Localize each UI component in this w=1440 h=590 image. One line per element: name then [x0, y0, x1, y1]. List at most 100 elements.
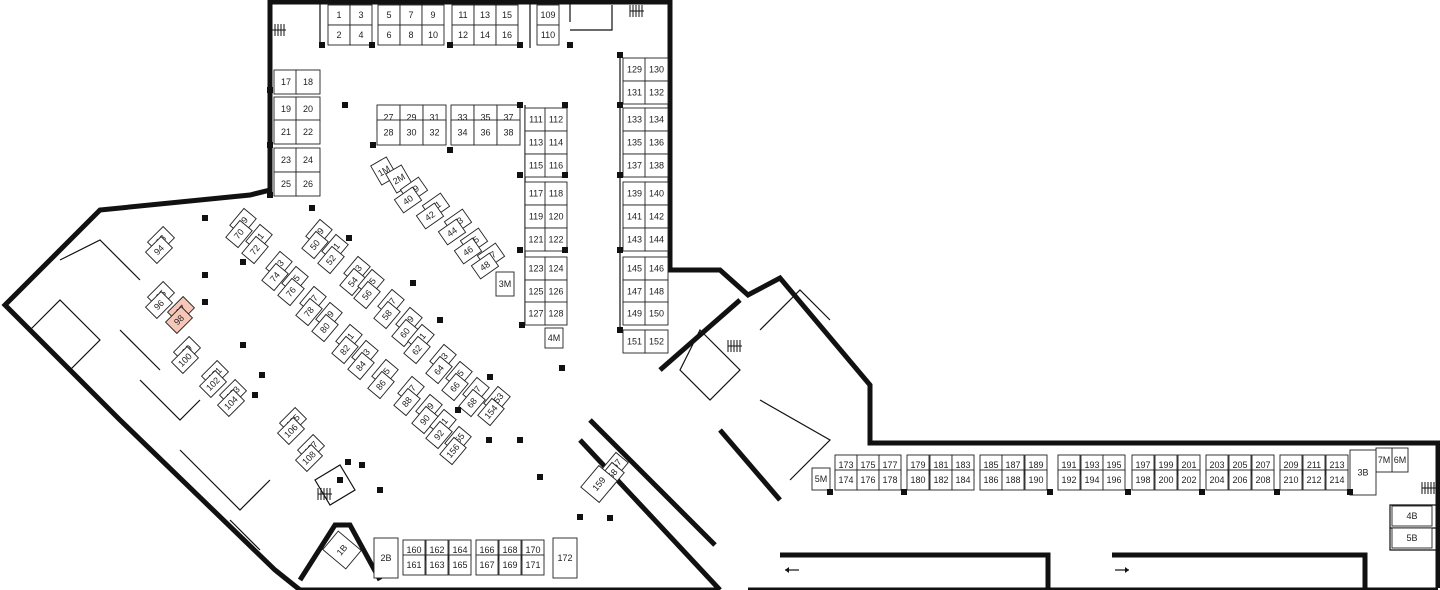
parking-space[interactable]: 148: [644, 279, 669, 304]
parking-space[interactable]: 76: [277, 277, 305, 307]
parking-space[interactable]: 4B: [1391, 505, 1433, 527]
parking-space[interactable]: 32: [422, 119, 447, 146]
parking-space[interactable]: 6: [377, 24, 401, 46]
parking-space[interactable]: 34: [450, 119, 475, 146]
parking-space[interactable]: 96: [144, 290, 174, 320]
parking-space[interactable]: 10: [421, 24, 445, 46]
parking-space[interactable]: 108: [294, 443, 324, 473]
parking-space[interactable]: 92: [425, 420, 453, 450]
parking-space[interactable]: 3: [349, 4, 373, 26]
parking-space[interactable]: 23: [273, 147, 299, 173]
parking-space[interactable]: 121: [524, 227, 548, 252]
parking-space[interactable]: 38: [496, 119, 521, 146]
parking-space[interactable]: 144: [644, 227, 669, 252]
parking-space[interactable]: 74: [261, 262, 289, 292]
parking-space[interactable]: 50: [301, 230, 329, 260]
parking-space[interactable]: 113: [524, 130, 548, 155]
parking-space[interactable]: 3B: [1349, 449, 1377, 496]
parking-space[interactable]: 133: [622, 107, 647, 132]
parking-space[interactable]: 130: [644, 57, 669, 82]
parking-space[interactable]: 184: [951, 469, 975, 491]
parking-space[interactable]: 102: [198, 369, 228, 399]
parking-space[interactable]: 82: [331, 335, 359, 365]
parking-space[interactable]: 196: [1102, 469, 1126, 491]
parking-space[interactable]: 26: [295, 171, 321, 197]
parking-space[interactable]: 202: [1177, 469, 1201, 491]
parking-space[interactable]: 210: [1279, 469, 1303, 491]
parking-space[interactable]: 192: [1057, 469, 1081, 491]
parking-space[interactable]: 58: [373, 300, 401, 330]
parking-space[interactable]: 212: [1302, 469, 1326, 491]
parking-space[interactable]: 52: [317, 245, 345, 275]
parking-space[interactable]: 3M: [495, 271, 515, 297]
parking-space[interactable]: 44: [437, 218, 467, 246]
parking-space[interactable]: 40: [393, 186, 423, 214]
parking-space[interactable]: 150: [644, 301, 669, 326]
parking-space[interactable]: 94: [144, 235, 174, 265]
parking-space[interactable]: 123: [524, 256, 548, 281]
parking-space[interactable]: 117: [524, 181, 548, 206]
parking-space[interactable]: 60: [391, 318, 419, 348]
parking-space[interactable]: 159: [580, 464, 618, 504]
parking-space[interactable]: 30: [399, 119, 424, 146]
parking-space[interactable]: 16: [495, 24, 519, 46]
parking-space[interactable]: 5B: [1391, 527, 1433, 549]
parking-space[interactable]: 119: [524, 204, 548, 229]
parking-space[interactable]: 109: [536, 4, 560, 26]
parking-space[interactable]: 129: [622, 57, 647, 82]
parking-space[interactable]: 5M: [811, 467, 831, 491]
parking-space[interactable]: 56: [353, 280, 381, 310]
parking-space[interactable]: 36: [473, 119, 498, 146]
parking-space[interactable]: 188: [1001, 469, 1025, 491]
parking-space[interactable]: 7: [399, 4, 423, 26]
parking-space[interactable]: 110: [536, 24, 560, 46]
parking-space[interactable]: 206: [1228, 469, 1252, 491]
parking-space[interactable]: 154: [477, 397, 505, 427]
parking-space[interactable]: 118: [544, 181, 568, 206]
parking-space[interactable]: 138: [644, 153, 669, 178]
parking-space[interactable]: 70: [225, 219, 253, 249]
parking-space[interactable]: 147: [622, 279, 647, 304]
parking-space[interactable]: 149: [622, 301, 647, 326]
parking-space[interactable]: 176: [856, 469, 880, 491]
parking-space[interactable]: 186: [979, 469, 1003, 491]
parking-space[interactable]: 156: [439, 436, 467, 466]
parking-space[interactable]: 152: [644, 329, 669, 354]
parking-space[interactable]: 90: [411, 405, 439, 435]
parking-space[interactable]: 180: [906, 469, 930, 491]
parking-space[interactable]: 8: [399, 24, 423, 46]
parking-space[interactable]: 151: [622, 329, 647, 354]
parking-space[interactable]: 100: [170, 345, 200, 375]
parking-space[interactable]: 136: [644, 130, 669, 155]
parking-space[interactable]: 198: [1131, 469, 1155, 491]
parking-space[interactable]: 137: [622, 153, 647, 178]
parking-space[interactable]: 4M: [544, 327, 564, 349]
parking-space[interactable]: 165: [448, 554, 472, 576]
parking-space[interactable]: 182: [929, 469, 953, 491]
parking-space[interactable]: 124: [544, 256, 568, 281]
parking-space[interactable]: 46: [453, 237, 483, 265]
parking-space[interactable]: 24: [295, 147, 321, 173]
parking-space[interactable]: 142: [644, 204, 669, 229]
parking-space[interactable]: 169: [498, 554, 522, 576]
parking-space[interactable]: 4: [349, 24, 373, 46]
parking-space[interactable]: 11: [451, 4, 475, 26]
parking-space[interactable]: 19: [273, 96, 299, 122]
parking-space[interactable]: 128: [544, 301, 568, 326]
parking-space[interactable]: 163: [425, 554, 449, 576]
parking-space[interactable]: 167: [475, 554, 499, 576]
parking-space[interactable]: 172: [552, 537, 578, 579]
parking-space[interactable]: 139: [622, 181, 647, 206]
parking-space[interactable]: 86: [367, 370, 395, 400]
parking-space[interactable]: 174: [834, 469, 858, 491]
parking-space[interactable]: 13: [473, 4, 497, 26]
parking-space[interactable]: 48: [470, 252, 500, 280]
parking-space[interactable]: 127: [524, 301, 548, 326]
parking-space[interactable]: 190: [1024, 469, 1048, 491]
parking-space[interactable]: 132: [644, 80, 669, 105]
parking-space[interactable]: 64: [425, 355, 453, 385]
parking-space[interactable]: 146: [644, 256, 669, 281]
parking-space[interactable]: 112: [544, 107, 568, 132]
parking-space[interactable]: 145: [622, 256, 647, 281]
parking-space[interactable]: 22: [295, 119, 321, 145]
